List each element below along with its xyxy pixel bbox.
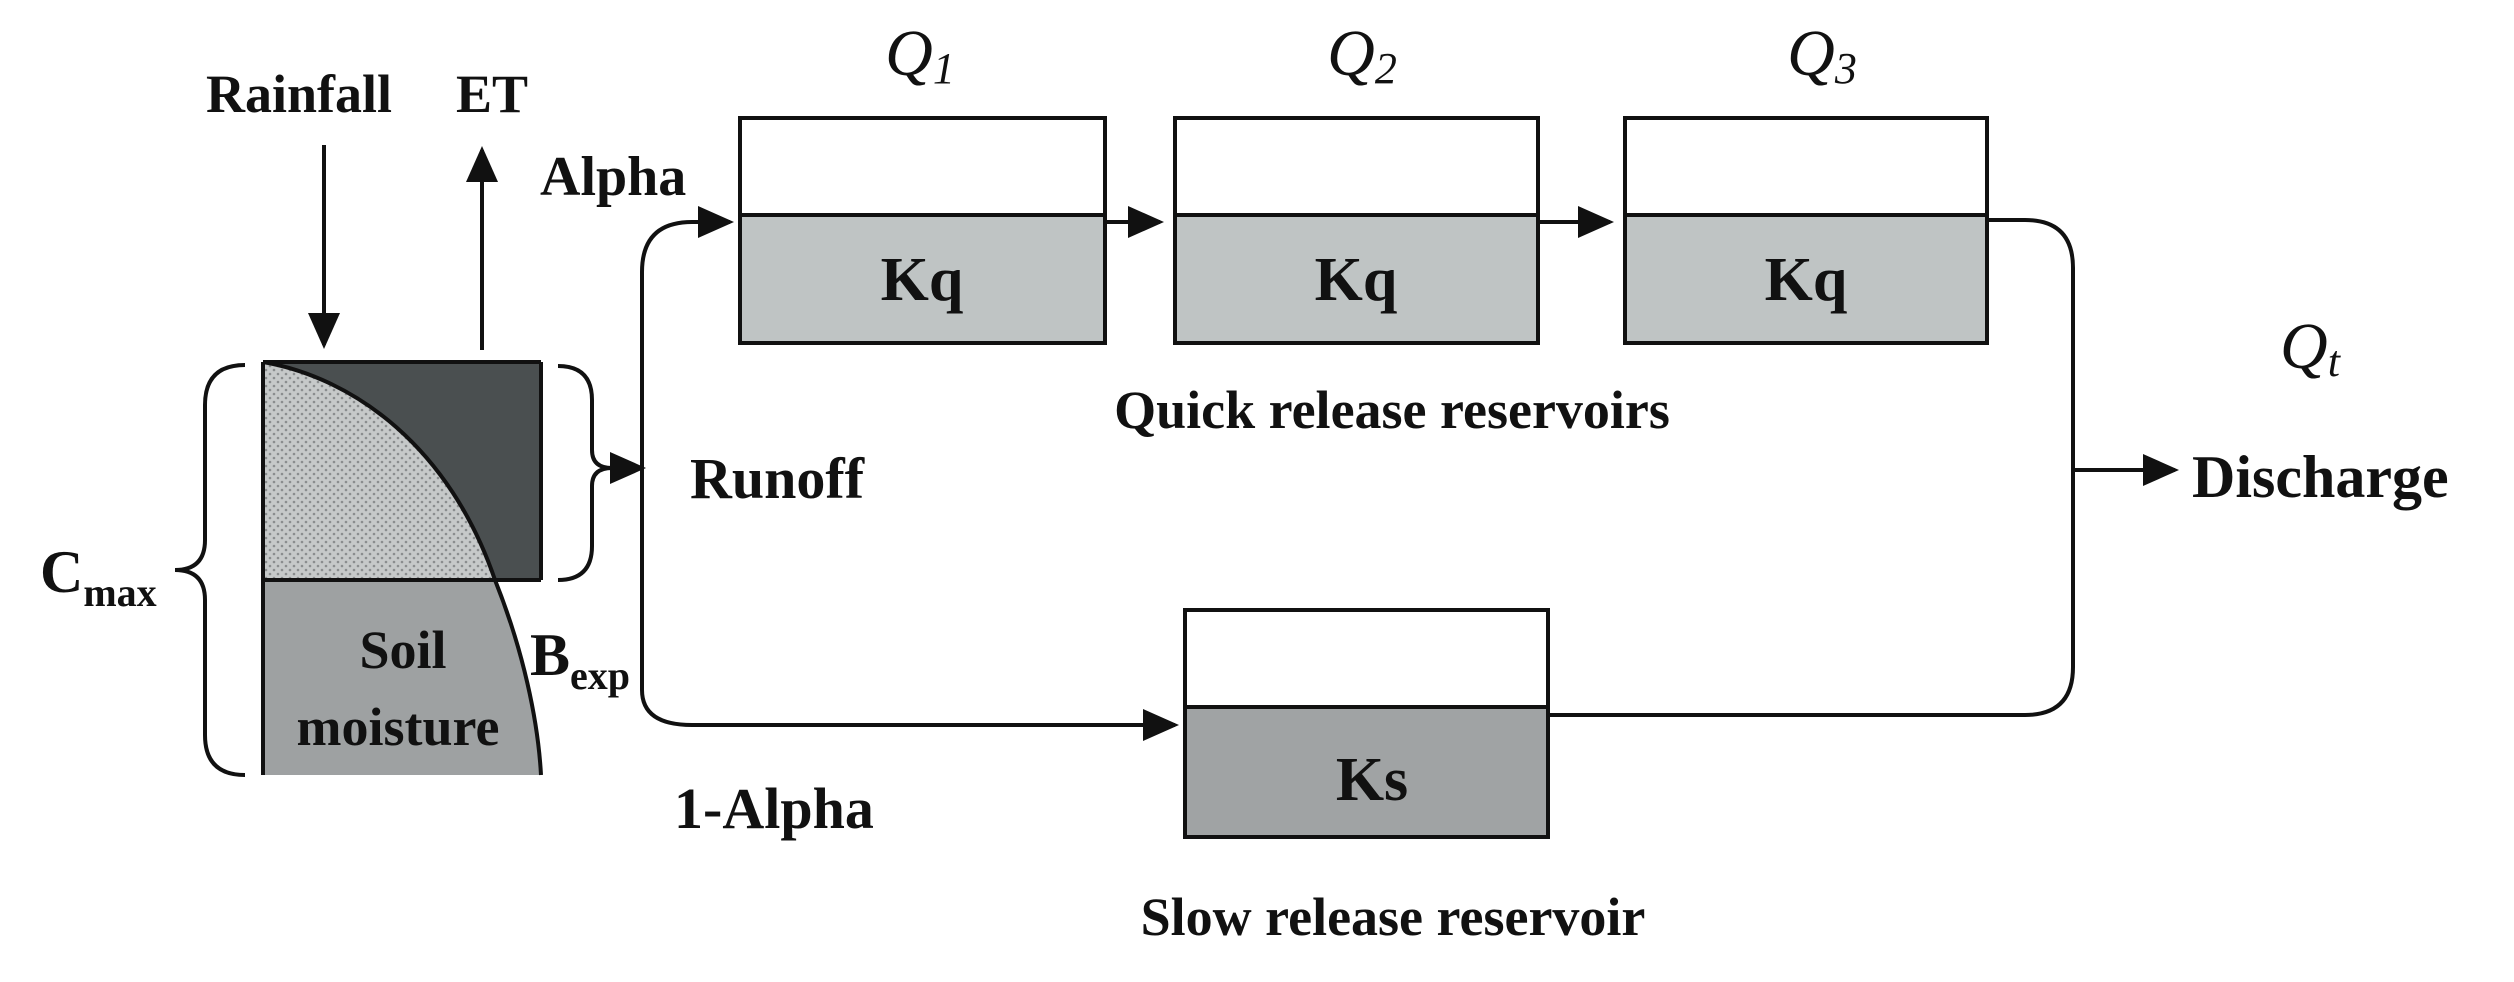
q1-label-main: Q — [885, 17, 933, 90]
slow-outflow-path — [1548, 470, 2075, 717]
soil-moisture-zone — [263, 580, 541, 775]
quick-outflow-path — [1987, 218, 2075, 470]
quick-reservoir-1-head — [738, 116, 1107, 217]
qt-label-sub: t — [2328, 337, 2342, 386]
cmax-label: Cmax — [40, 539, 157, 615]
q3-label: Q3 — [1787, 17, 1857, 93]
alpha-flow-path — [640, 220, 720, 690]
q3-label-main: Q — [1787, 17, 1835, 90]
q2-label-sub: 2 — [1375, 44, 1397, 93]
quick-reservoir-1-constant: Kq — [881, 246, 964, 314]
quick-reservoirs-caption: Quick release reservoirs — [1114, 380, 1670, 440]
bexp-label-main: B — [530, 622, 570, 688]
q1-label-sub: 1 — [933, 44, 955, 93]
qt-label: Qt — [2280, 310, 2342, 386]
soil-label-line2: moisture — [297, 697, 500, 757]
q2-label-main: Q — [1327, 17, 1375, 90]
cmax-label-main: C — [40, 539, 83, 605]
slow-reservoir-constant: Ks — [1336, 746, 1408, 814]
alpha-label: Alpha — [540, 146, 686, 208]
quick-reservoir-3-store — [1623, 213, 1989, 345]
soil-label-line1: Soil — [359, 620, 446, 680]
q1-label: Q1 — [885, 17, 955, 93]
runoff-label: Runoff — [690, 446, 865, 511]
et-label: ET — [456, 64, 528, 124]
slow-reservoir-store — [1183, 705, 1550, 839]
bexp-label: Bexp — [530, 622, 630, 698]
quick-reservoir-1-store — [738, 213, 1107, 345]
quick-reservoir-3-constant: Kq — [1765, 246, 1848, 314]
runoff-brace — [557, 364, 613, 582]
quick-reservoir-2: Q2 Kq — [1173, 17, 1540, 345]
bexp-label-sub: exp — [570, 653, 630, 698]
discharge-label: Discharge — [2192, 444, 2449, 510]
quick-reservoir-2-store — [1173, 213, 1540, 345]
slow-flow-path — [640, 689, 1170, 727]
quick-reservoir-2-constant: Kq — [1315, 246, 1398, 314]
quick-reservoir-2-head — [1173, 116, 1540, 217]
bexp-curve — [262, 360, 543, 776]
quick-reservoir-1: Q1 Kq — [738, 17, 1107, 345]
quick-reservoir-3-head — [1623, 116, 1989, 217]
q2-label: Q2 — [1327, 17, 1397, 93]
quick-reservoir-3: Q3 Kq — [1623, 17, 1989, 345]
qt-label-main: Q — [2280, 310, 2328, 383]
slow-reservoir-caption: Slow release reservoir — [1141, 887, 1646, 947]
one-minus-alpha-label: 1-Alpha — [674, 776, 874, 841]
cmax-brace — [174, 363, 246, 777]
slow-reservoir-head — [1183, 608, 1550, 709]
rainfall-label: Rainfall — [206, 64, 392, 124]
soil-moisture-store — [261, 360, 543, 776]
cmax-label-sub: max — [83, 570, 156, 615]
slow-reservoir: Ks — [1183, 608, 1550, 839]
q3-label-sub: 3 — [1834, 44, 1857, 93]
soil-upper-dotted-zone — [263, 362, 495, 580]
